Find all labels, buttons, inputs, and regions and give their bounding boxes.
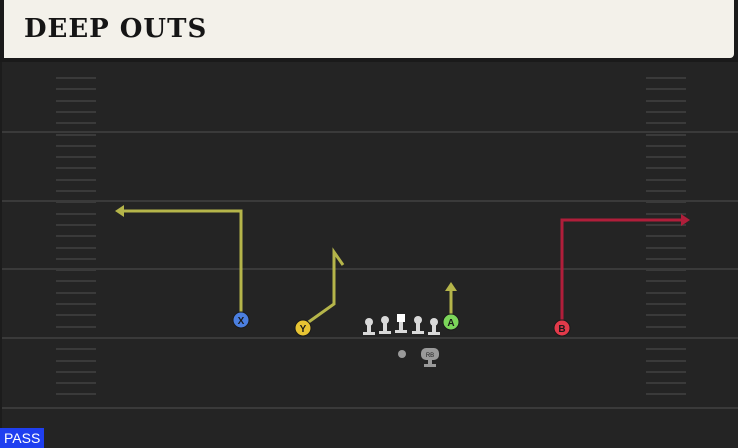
receiver-x-label: X [238,316,245,327]
rb-label: RB [426,353,434,359]
lineman-icon [412,316,424,334]
receiver-y-label: Y [300,324,307,335]
play-title-card: DEEP OUTS [4,0,734,58]
route-y [302,247,345,328]
hash-marks-left [56,77,96,395]
route-x [115,205,243,318]
center-icon [395,314,407,333]
play-title: DEEP OUTS [24,14,208,44]
running-back-icon: RB [421,348,439,367]
lineman-icon [363,318,375,335]
receiver-b[interactable]: B [553,319,571,337]
receiver-a[interactable]: A [442,313,460,331]
quarterback-marker [398,350,406,358]
yard-lines [2,131,738,409]
lineman-icon [379,316,391,334]
receiver-b-label: B [558,324,565,335]
lineman-icon [428,318,440,335]
receiver-y[interactable]: Y [294,319,312,337]
route-b [560,214,690,326]
football-field [2,62,738,448]
play-header: DEEP OUTS [0,0,738,62]
play-type-badge: PASS [0,428,45,448]
receiver-a-label: A [447,318,454,329]
hash-marks-right [646,77,686,395]
receiver-x[interactable]: X [232,311,250,329]
offensive-line [363,314,440,335]
